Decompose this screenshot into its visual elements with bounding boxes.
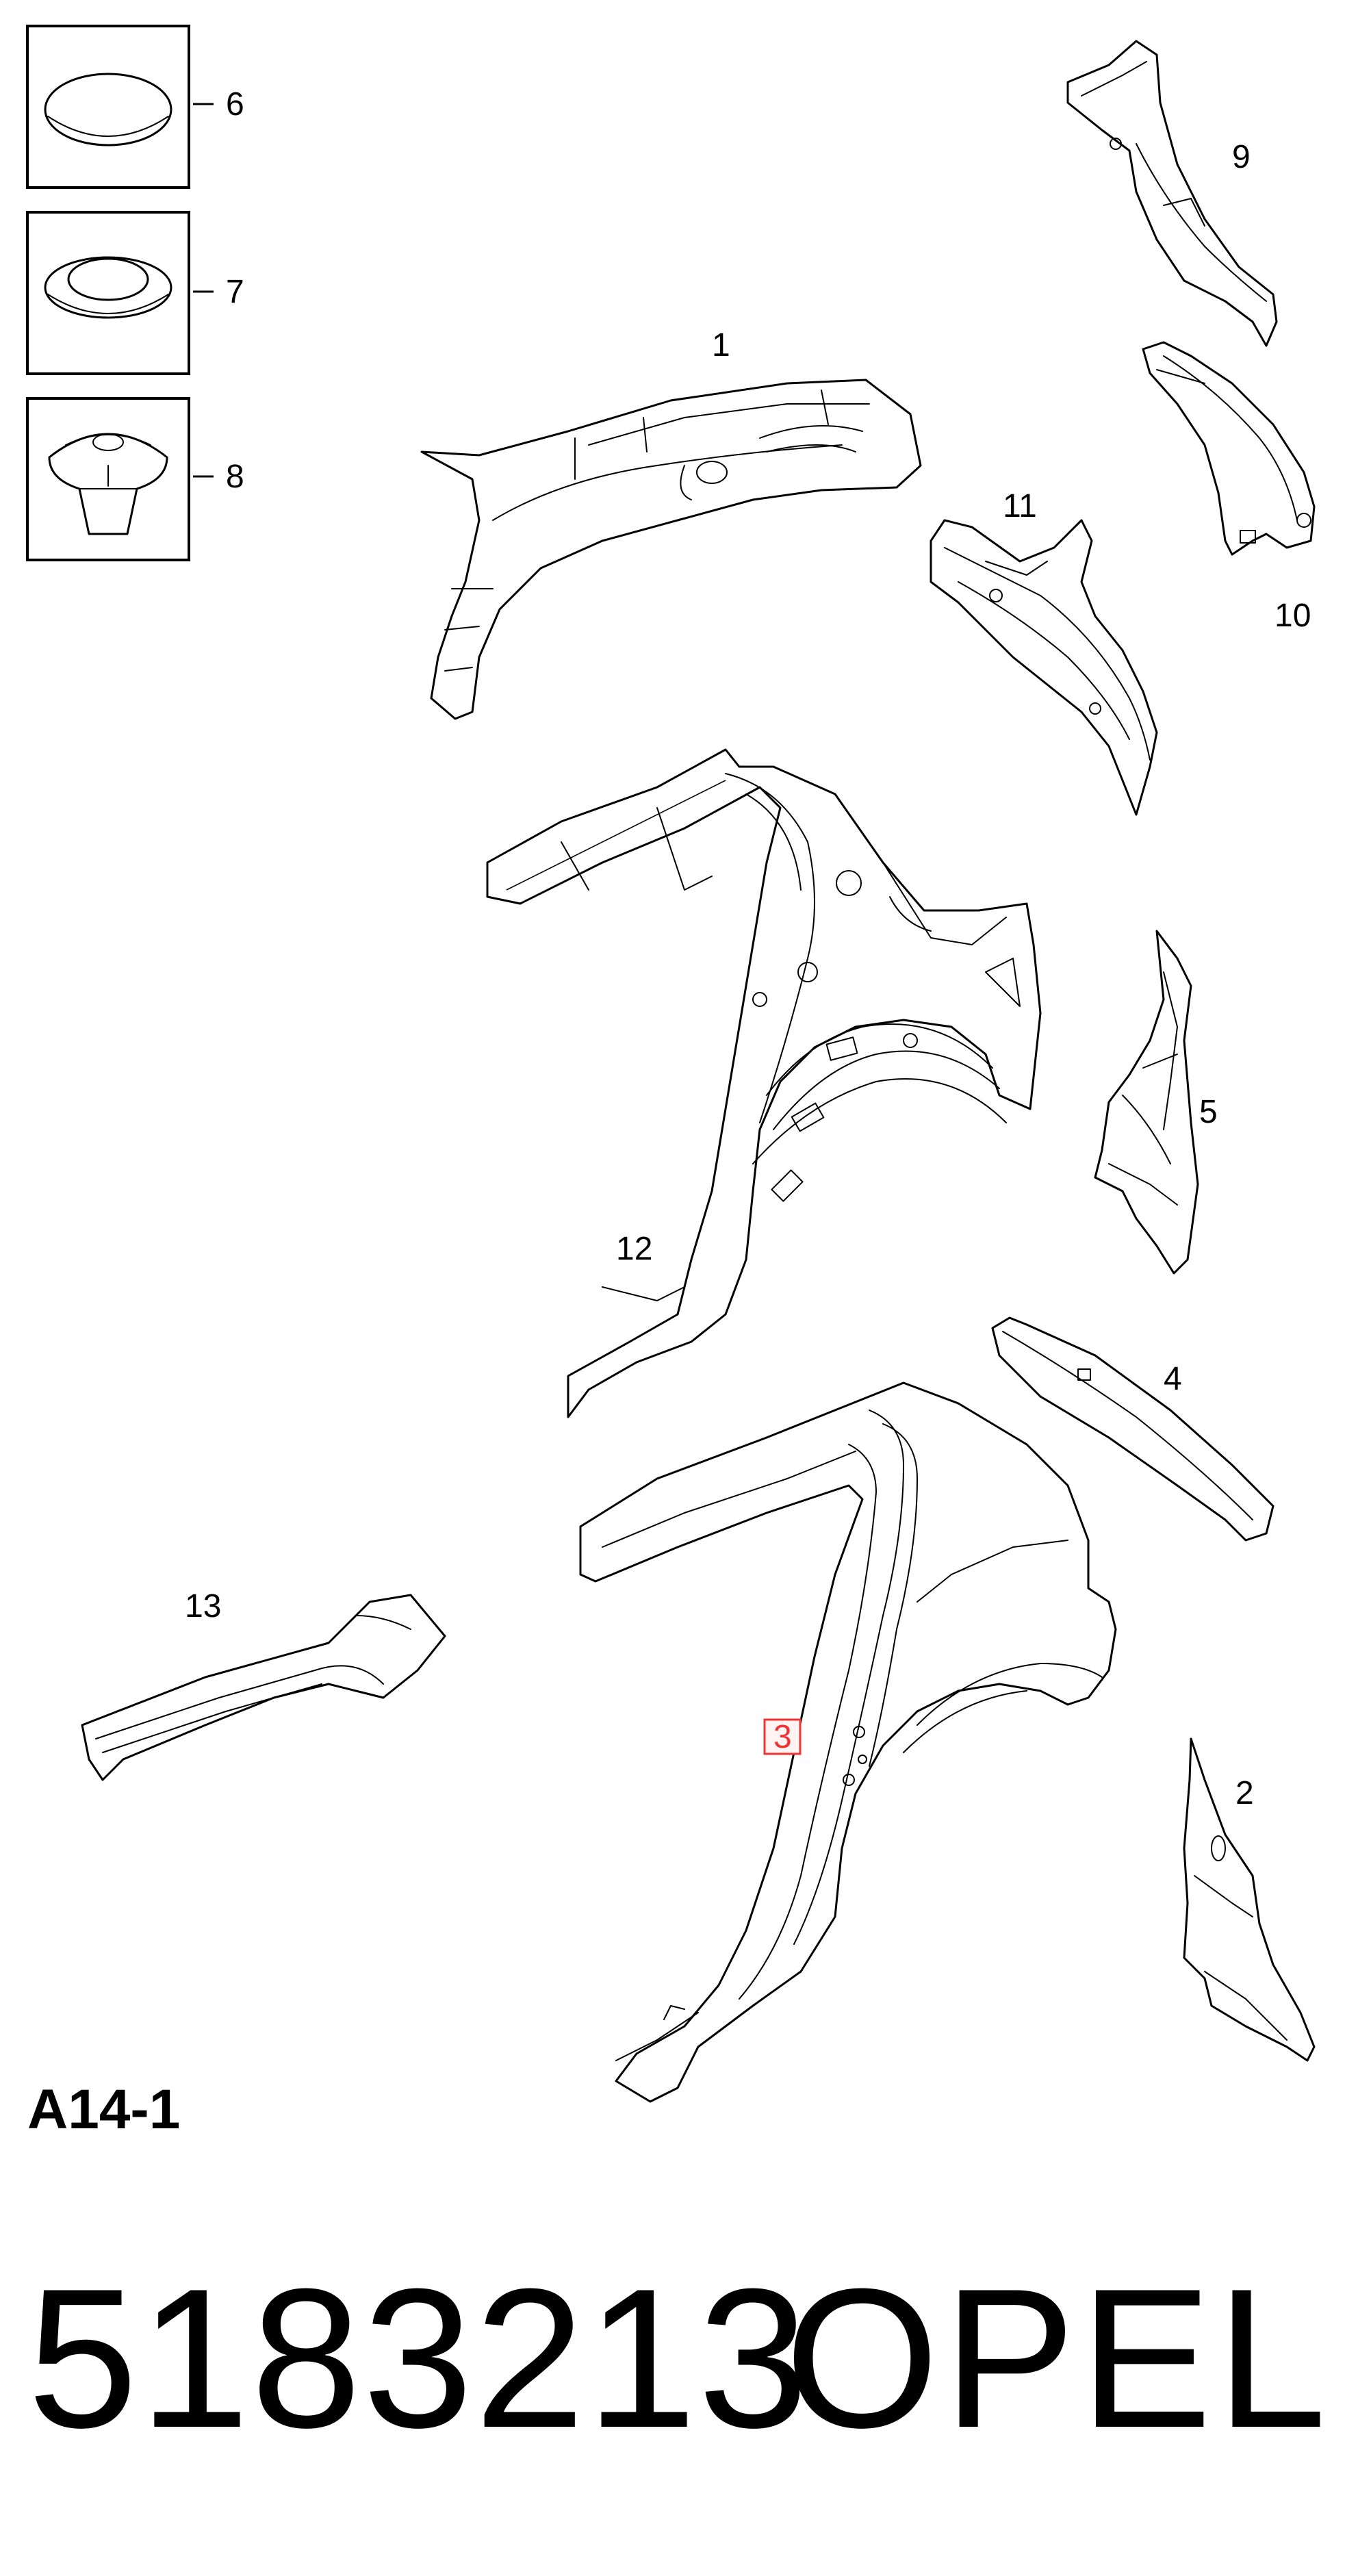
callout-5[interactable]: 5 (1199, 1094, 1218, 1130)
part-12-inner-quarter-panel (486, 748, 1042, 1418)
part-9-bracket (1066, 40, 1278, 347)
callout-13[interactable]: 13 (185, 1588, 221, 1624)
clip-8-group: 8 (26, 397, 244, 561)
plug-6-group: 6 (26, 25, 244, 189)
part-13-arch-trim (81, 1594, 446, 1781)
part-5-corner-bracket (1094, 930, 1199, 1275)
callout-7[interactable]: 7 (226, 274, 244, 310)
plug-7-group: 7 (26, 211, 244, 375)
part-11-channel-panel (930, 519, 1158, 816)
callout-2[interactable]: 2 (1235, 1775, 1254, 1811)
diagram-code: A14-1 (27, 2078, 181, 2141)
callout-3[interactable]: 3 (773, 1719, 792, 1755)
part-number: 5183213 (27, 2247, 810, 2469)
callout-11[interactable]: 11 (1003, 488, 1037, 524)
plug-7-icon (44, 256, 172, 319)
clip-8-icon (48, 433, 168, 535)
part-10-reinforcement (1142, 341, 1316, 556)
brand-name: OPEL (784, 2247, 1331, 2469)
part-3-outer-quarter-panel (579, 1381, 1117, 2103)
callout-10[interactable]: 10 (1274, 598, 1311, 634)
part-4-rail (991, 1316, 1274, 1542)
callout-12[interactable]: 12 (616, 1231, 652, 1267)
part-2-lower-panel (1183, 1737, 1316, 2062)
callout-8[interactable]: 8 (226, 459, 244, 495)
part-1-wheelhouse-inner (420, 379, 922, 720)
callout-3-highlight-box (763, 1718, 802, 1755)
callout-6[interactable]: 6 (226, 86, 244, 123)
plug-6-icon (44, 73, 172, 146)
callout-9[interactable]: 9 (1232, 139, 1251, 175)
callout-1[interactable]: 1 (712, 327, 730, 364)
callout-4[interactable]: 4 (1164, 1361, 1182, 1397)
